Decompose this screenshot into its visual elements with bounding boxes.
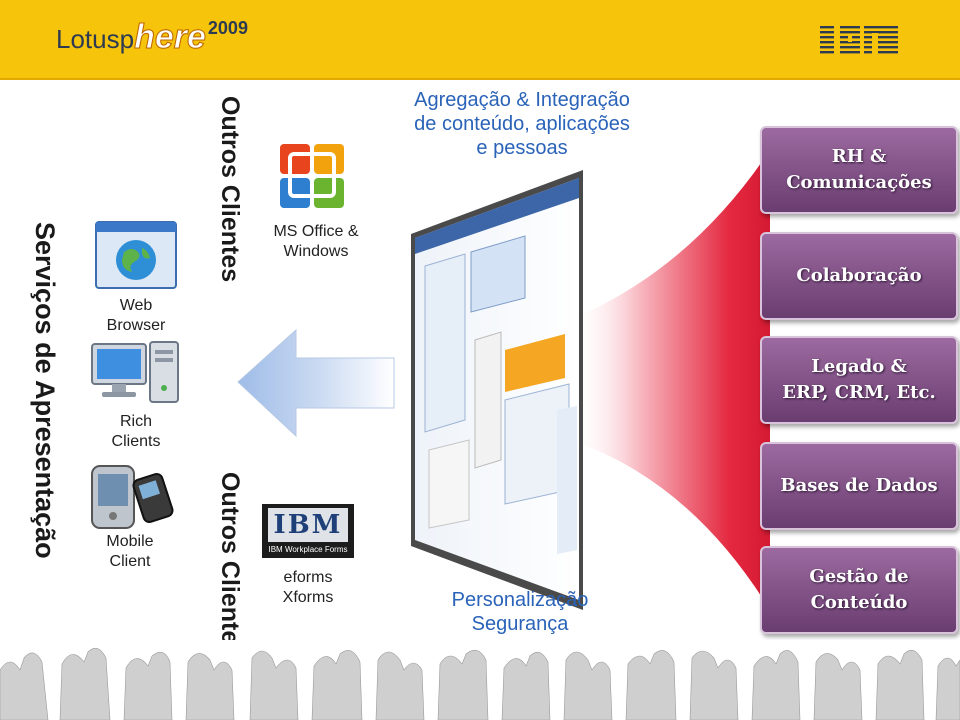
ms-office-icon (280, 144, 344, 208)
ibm-logo (820, 24, 898, 54)
other-clients-label-top: Outros Clientes (216, 96, 244, 283)
mobile-phone-icon (91, 465, 174, 529)
web-browser-icon (95, 221, 177, 289)
mobile-client-label-line2: Client (109, 553, 151, 570)
hr-communications-line1: RH & (831, 146, 887, 167)
content-management-line2: Conteúdo (810, 592, 908, 613)
content-management-box: Gestão de Conteúdo (760, 546, 958, 634)
aggregation-title-line1: Agregação & Integração (414, 89, 630, 111)
hr-communications-box: RH & Comunicações (760, 126, 958, 214)
collaboration-line1: Colaboração (796, 265, 922, 286)
databases-line1: Bases de Dados (780, 475, 938, 496)
computer-icon (91, 341, 179, 403)
rich-clients-label: Rich Clients (92, 412, 180, 452)
security-label: Segurança (471, 613, 569, 635)
ibm-workplace-forms-badge: IBM IBM Workplace Forms (262, 504, 354, 558)
logo-text-part-2: here (134, 18, 207, 57)
left-arrow-icon (237, 328, 395, 438)
aggregation-title: Agregação & Integração de conteúdo, apli… (372, 88, 672, 160)
personalization-security-label: Personalização Segurança (400, 588, 640, 636)
other-clients-label-bottom: Outros Clientes (216, 472, 244, 659)
web-browser-label-line2: Browser (106, 317, 166, 334)
ibm-forms-caption: IBM Workplace Forms (268, 545, 348, 554)
aggregation-title-line2: de conteúdo, aplicações (414, 113, 630, 135)
collaboration-box: Colaboração (760, 232, 958, 320)
legacy-erp-box: Legado & ERP, CRM, Etc. (760, 336, 958, 424)
eforms-label-line1: eforms (283, 569, 333, 586)
mobile-client-label: Mobile Client (86, 532, 174, 572)
hr-communications-line2: Comunicações (786, 172, 932, 193)
rich-clients-label-line2: Clients (111, 433, 161, 450)
ms-office-label-line1: MS Office & (273, 223, 359, 240)
eforms-label-line2: Xforms (282, 589, 334, 606)
personalization-label: Personalização (451, 589, 589, 611)
rich-clients-label-line1: Rich (119, 413, 152, 430)
content-management-line1: Gestão de (809, 566, 909, 587)
ms-office-label: MS Office & Windows (256, 222, 376, 262)
mobile-client-label-line1: Mobile (106, 533, 154, 550)
web-browser-label-line1: Web (119, 297, 153, 314)
ibm-forms-logo: IBM (268, 508, 348, 542)
legacy-erp-line2: ERP, CRM, Etc. (782, 382, 936, 403)
logo-text-part-1: Lotusp (56, 24, 135, 54)
portal-screenshot (411, 170, 583, 610)
aggregation-title-line3: e pessoas (476, 137, 568, 159)
legacy-erp-line1: Legado & (811, 356, 907, 377)
databases-box: Bases de Dados (760, 442, 958, 530)
ms-office-label-line2: Windows (283, 243, 349, 260)
funnel-shape (570, 150, 770, 610)
presentation-services-title: Serviços de Apresentação (30, 222, 60, 559)
crowd-silhouette-footer (0, 640, 960, 720)
logo-year: 2009 (207, 18, 248, 38)
eforms-label: eforms Xforms (248, 568, 368, 608)
web-browser-label: Web Browser (92, 296, 180, 336)
